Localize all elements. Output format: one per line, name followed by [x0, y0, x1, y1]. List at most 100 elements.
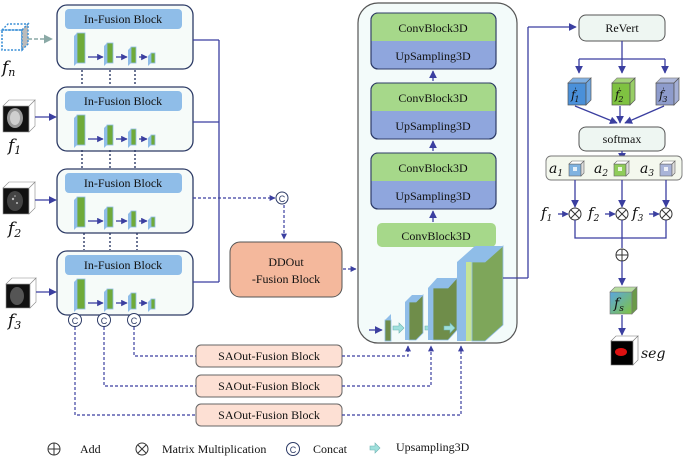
concat-node-ddout: C	[275, 191, 289, 240]
mult-input-label: f1	[540, 204, 552, 224]
svg-text:Concat: Concat	[313, 442, 348, 456]
feature-volume-icon	[150, 134, 156, 146]
attention-label: a2	[594, 161, 608, 179]
svg-text:Upsampling3D: Upsampling3D	[396, 440, 470, 454]
upsample-arrow-icon	[443, 322, 456, 334]
softmax-block: softmax	[578, 126, 666, 161]
concat-icon: C	[101, 316, 108, 326]
decoder-bottom-conv: ConvBlock3D	[377, 223, 496, 247]
upsampling-label: UpSampling3D	[395, 119, 471, 133]
prime-feature-cube: f'3	[655, 77, 680, 106]
feature-volume-icon	[130, 46, 137, 64]
input-fn: fn	[0, 22, 53, 79]
conv-block-label: ConvBlock3D	[398, 21, 468, 35]
mult-input-label: f3	[631, 204, 644, 224]
input-fn-label: fn	[0, 58, 15, 79]
legend: Add Matrix Multiplication C Concat Upsam…	[47, 440, 470, 456]
decoder-stage: ConvBlock3D UpSampling3D	[370, 82, 497, 140]
upsampling-label: UpSampling3D	[395, 189, 471, 203]
in-fusion-block: In-Fusion Block	[56, 86, 194, 152]
saout-fusion-block: SAOut-Fusion Block	[195, 344, 343, 368]
ddout-line2: -Fusion Block	[252, 272, 320, 286]
feature-volume-icon	[76, 114, 86, 146]
concat-node: C	[97, 313, 111, 327]
feature-volume-icon	[130, 210, 137, 228]
feature-volume-icon	[76, 196, 86, 228]
ddout-fusion-block: DDOut -Fusion Block	[229, 241, 357, 298]
svg-text:ReVert: ReVert	[605, 21, 639, 35]
sum-links	[574, 220, 667, 286]
attention-label: a3	[640, 161, 654, 179]
concat-node: C	[127, 313, 141, 327]
input-f2-label: f2	[6, 219, 21, 240]
in-fusion-title: In-Fusion Block	[84, 94, 162, 108]
feature-volume-icon	[150, 298, 156, 310]
prime-feature-label: f'1	[570, 87, 579, 104]
input-f1: f1	[2, 99, 57, 157]
conv-block-label: ConvBlock3D	[398, 91, 468, 105]
decoder-feature-stack	[369, 245, 504, 342]
multiply-node: f2	[587, 204, 629, 224]
mult-input-label: f2	[587, 204, 600, 224]
concat-icon	[286, 442, 300, 456]
upsample-arrow-icon	[369, 442, 381, 454]
feature-volume-icon	[130, 128, 137, 146]
legend-add: Add	[47, 442, 101, 456]
input-f3-label: f3	[6, 311, 21, 332]
legend-mult: Matrix Multiplication	[135, 442, 266, 456]
infusion-output-bus	[193, 39, 276, 283]
saout-fusion-block: SAOut-Fusion Block	[195, 403, 343, 427]
in-fusion-title: In-Fusion Block	[84, 258, 162, 272]
attention-label: a1	[549, 161, 563, 179]
feature-volume-icon	[106, 288, 114, 310]
ddout-line1: DDOut	[268, 255, 304, 269]
upsample-arrow-icon	[392, 322, 405, 334]
revert-block: ReVert	[578, 14, 666, 42]
decoder-to-revert-link	[503, 23, 577, 279]
feature-volume-icon	[106, 124, 114, 146]
feature-volume-icon	[130, 292, 137, 310]
input-f3: f3	[5, 277, 57, 332]
feature-volume-icon	[76, 32, 86, 64]
attention-weight: a1	[549, 160, 585, 179]
saout-connections	[74, 327, 464, 416]
saout-fusion-block: SAOut-Fusion Block	[195, 374, 343, 398]
fused-label: fs	[613, 296, 624, 314]
multiplication-row	[571, 180, 670, 208]
in-fusion-title: In-Fusion Block	[84, 176, 162, 190]
svg-text:Matrix Multiplication: Matrix Multiplication	[162, 442, 266, 456]
attention-weight: a2	[594, 160, 630, 179]
feature-volume-icon	[106, 206, 114, 228]
legend-concat: C Concat	[286, 442, 348, 456]
decoder-stage: ConvBlock3D UpSampling3D	[370, 12, 497, 70]
feature-volume-icon	[106, 42, 114, 64]
feature-volume-icon	[150, 216, 156, 228]
seg-label: seg	[641, 346, 665, 362]
prime-feature-cube: f'2	[611, 77, 636, 106]
upsampling-label: UpSampling3D	[395, 49, 471, 63]
legend-upsample: Upsampling3D	[369, 440, 470, 454]
in-fusion-block: In-Fusion Block	[56, 250, 194, 316]
svg-text:Add: Add	[80, 442, 101, 456]
saout-title: SAOut-Fusion Block	[218, 379, 320, 393]
concat-icon: C	[72, 316, 79, 326]
input-f1-label: f1	[6, 136, 21, 157]
svg-text:softmax: softmax	[603, 132, 642, 146]
fused-feature-cube: fs	[609, 286, 638, 336]
prime-feature-label: f'2	[614, 87, 623, 104]
concat-icon: C	[131, 316, 138, 326]
feature-volume-icon	[76, 278, 86, 310]
svg-text:ConvBlock3D: ConvBlock3D	[401, 229, 471, 243]
attention-weight: a3	[640, 160, 676, 179]
seg-output: seg	[610, 335, 665, 366]
prime-feature-label: f'3	[658, 87, 667, 104]
feature-volume-icon	[150, 52, 156, 64]
svg-text:C: C	[279, 194, 286, 204]
revert-branches	[575, 41, 669, 74]
saout-title: SAOut-Fusion Block	[218, 349, 320, 363]
saout-title: SAOut-Fusion Block	[218, 408, 320, 422]
concat-node: C	[68, 313, 82, 327]
in-fusion-block: In-Fusion Block	[56, 4, 194, 70]
